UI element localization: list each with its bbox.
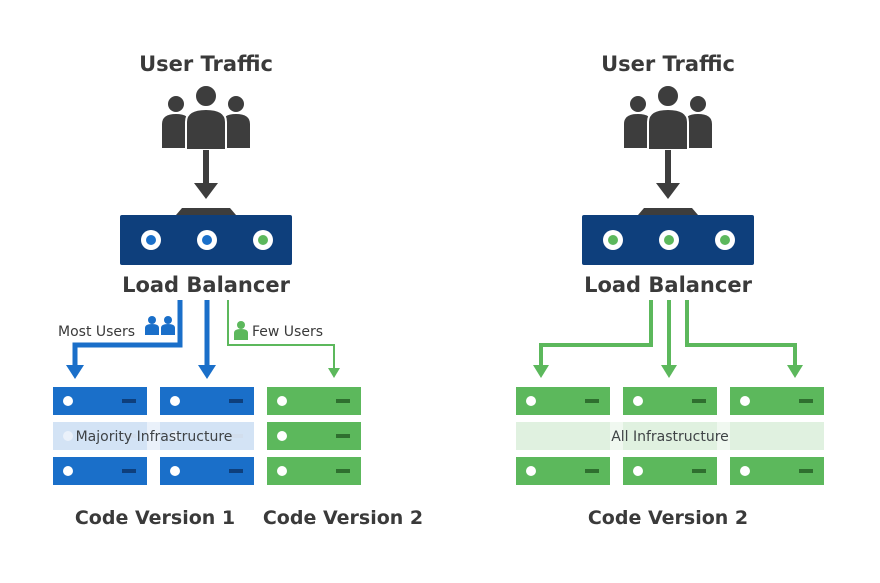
traffic-arrow — [194, 150, 218, 199]
route-arrow-blue-1 — [66, 300, 183, 379]
user-traffic-title: User Traffic — [601, 52, 735, 76]
users-icon — [623, 84, 713, 151]
all-infrastructure-label: All Infrastructure — [611, 429, 729, 445]
all-infrastructure-band — [516, 422, 824, 450]
traffic-arrow — [656, 150, 680, 199]
majority-infrastructure-label: Majority Infrastructure — [76, 429, 233, 445]
code-version-2-label: Code Version 2 — [263, 507, 423, 529]
users-icon — [161, 84, 251, 151]
load-balancer-label: Load Balancer — [122, 273, 291, 297]
load-balancer-device — [582, 208, 754, 265]
right-panel: User Traffic Load Balancer — [516, 52, 824, 529]
majority-band — [53, 422, 254, 450]
few-users-icon — [234, 321, 248, 340]
route-arrow-green-1 — [533, 300, 653, 378]
route-arrow-green-2 — [661, 300, 677, 378]
few-users-label: Few Users — [252, 324, 323, 340]
most-users-label: Most Users — [58, 324, 135, 340]
route-arrow-green-3 — [685, 300, 803, 378]
route-arrow-green — [227, 300, 340, 378]
server-stack-green — [267, 387, 361, 485]
user-traffic-title: User Traffic — [139, 52, 273, 76]
load-balancer-label: Load Balancer — [584, 273, 753, 297]
code-version-1-label: Code Version 1 — [75, 507, 235, 529]
most-users-icon — [145, 316, 175, 335]
route-arrow-blue-2 — [198, 300, 216, 379]
code-version-label: Code Version 2 — [588, 507, 748, 529]
load-balancer-device — [120, 208, 292, 265]
left-panel: User Traffic Load Balancer — [53, 52, 423, 529]
